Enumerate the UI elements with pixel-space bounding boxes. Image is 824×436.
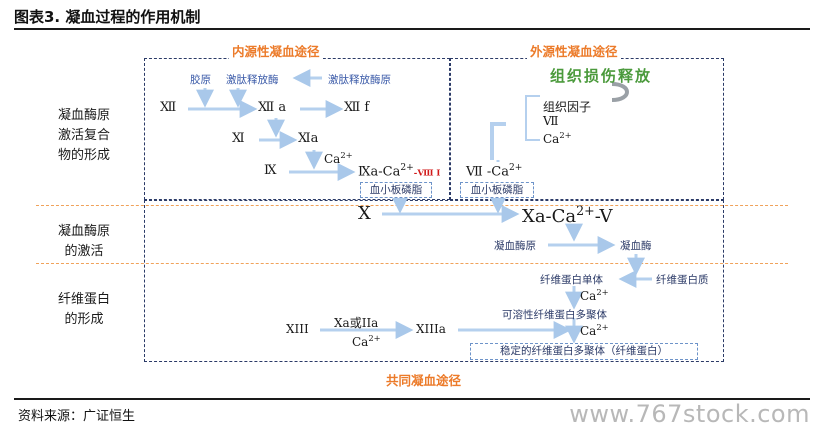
kallikrein-label: 激肽释放酶	[226, 74, 279, 86]
figure-title: 图表3. 凝血过程的作用机制	[14, 8, 201, 26]
stage-label-fibrin-formation: 纤维蛋白的形成	[58, 292, 111, 327]
thrombin-label: 凝血酶	[620, 240, 652, 252]
factor-xiif: Ⅻ f	[344, 100, 370, 115]
common-pathway-title: 共同凝血途径	[383, 370, 465, 389]
prekallikrein-label: 激肽释放酶原	[328, 74, 391, 86]
fibrin-monomer-label: 纤维蛋白单体	[540, 274, 603, 286]
factor-xiiia: XIIIa	[416, 322, 446, 336]
release-curve-arrow	[611, 82, 629, 102]
intrinsic-pathway-title: 内源性凝血途径	[229, 41, 323, 60]
extrinsic-bracket	[490, 122, 506, 160]
stage-separator-2	[36, 263, 788, 264]
calcium-common-1: Ca2+	[580, 287, 609, 303]
source-note: 资料来源：广证恒生	[18, 409, 136, 424]
stage-label-prothrombin-activation: 凝血酶原的激活	[58, 224, 111, 259]
factor-vii: Ⅶ	[543, 114, 559, 128]
common-pathway-box	[144, 200, 724, 362]
tissue-injury-release: 组织损伤释放	[550, 67, 653, 85]
factor-xa-complex: Xa-Ca2+-V	[522, 203, 613, 227]
footer-rule	[14, 398, 810, 400]
factor-ix: Ⅸ	[264, 163, 277, 178]
factor-x: X	[358, 203, 371, 224]
tissue-factor-bracket	[525, 95, 540, 141]
factor-xiia: Ⅻ a	[258, 100, 287, 115]
factor-xi: Ⅺ	[232, 131, 245, 146]
header-rule	[14, 28, 810, 30]
extrinsic-pathway-title: 外源性凝血途径	[527, 41, 621, 60]
platelet-phospholipid-intrinsic: 血小板磷脂	[360, 182, 432, 198]
prothrombin-label: 凝血酶原	[494, 240, 536, 252]
platelet-phospholipid-extrinsic: 血小板磷脂	[460, 182, 534, 198]
factor-ixa-complex: Ⅸa-Ca2+-Ⅷ I	[358, 163, 441, 180]
factor-xii: Ⅻ	[160, 100, 177, 115]
xa-or-iia-label: Xa或IIa	[334, 316, 379, 330]
calcium-common-2: Ca2+	[352, 333, 381, 349]
factor-xiii: XIII	[286, 322, 309, 336]
tissue-factor-label: 组织因子	[543, 100, 592, 114]
fibrinogen-label: 纤维蛋白质	[656, 274, 709, 286]
stage-separator-1	[36, 205, 788, 206]
stable-fibrin-polymer-box: 稳定的纤维蛋白多聚体（纤维蛋白）	[470, 343, 698, 360]
factor-vii-ca-complex: Ⅶ -Ca2+	[466, 163, 523, 180]
soluble-fibrin-polymer-label: 可溶性纤维蛋白多聚体	[502, 309, 607, 321]
factor-xia: Ⅺa	[298, 131, 319, 146]
watermark: www.767stock.com	[569, 400, 810, 428]
collagen-label: 胶原	[190, 74, 211, 86]
calcium-intrinsic: Ca2+	[324, 150, 353, 166]
stage-label-activator-complex: 凝血酶原激活复合物的形成	[58, 108, 111, 163]
calcium-common-3: Ca2+	[580, 322, 609, 338]
calcium-extrinsic: Ca2+	[543, 130, 572, 146]
